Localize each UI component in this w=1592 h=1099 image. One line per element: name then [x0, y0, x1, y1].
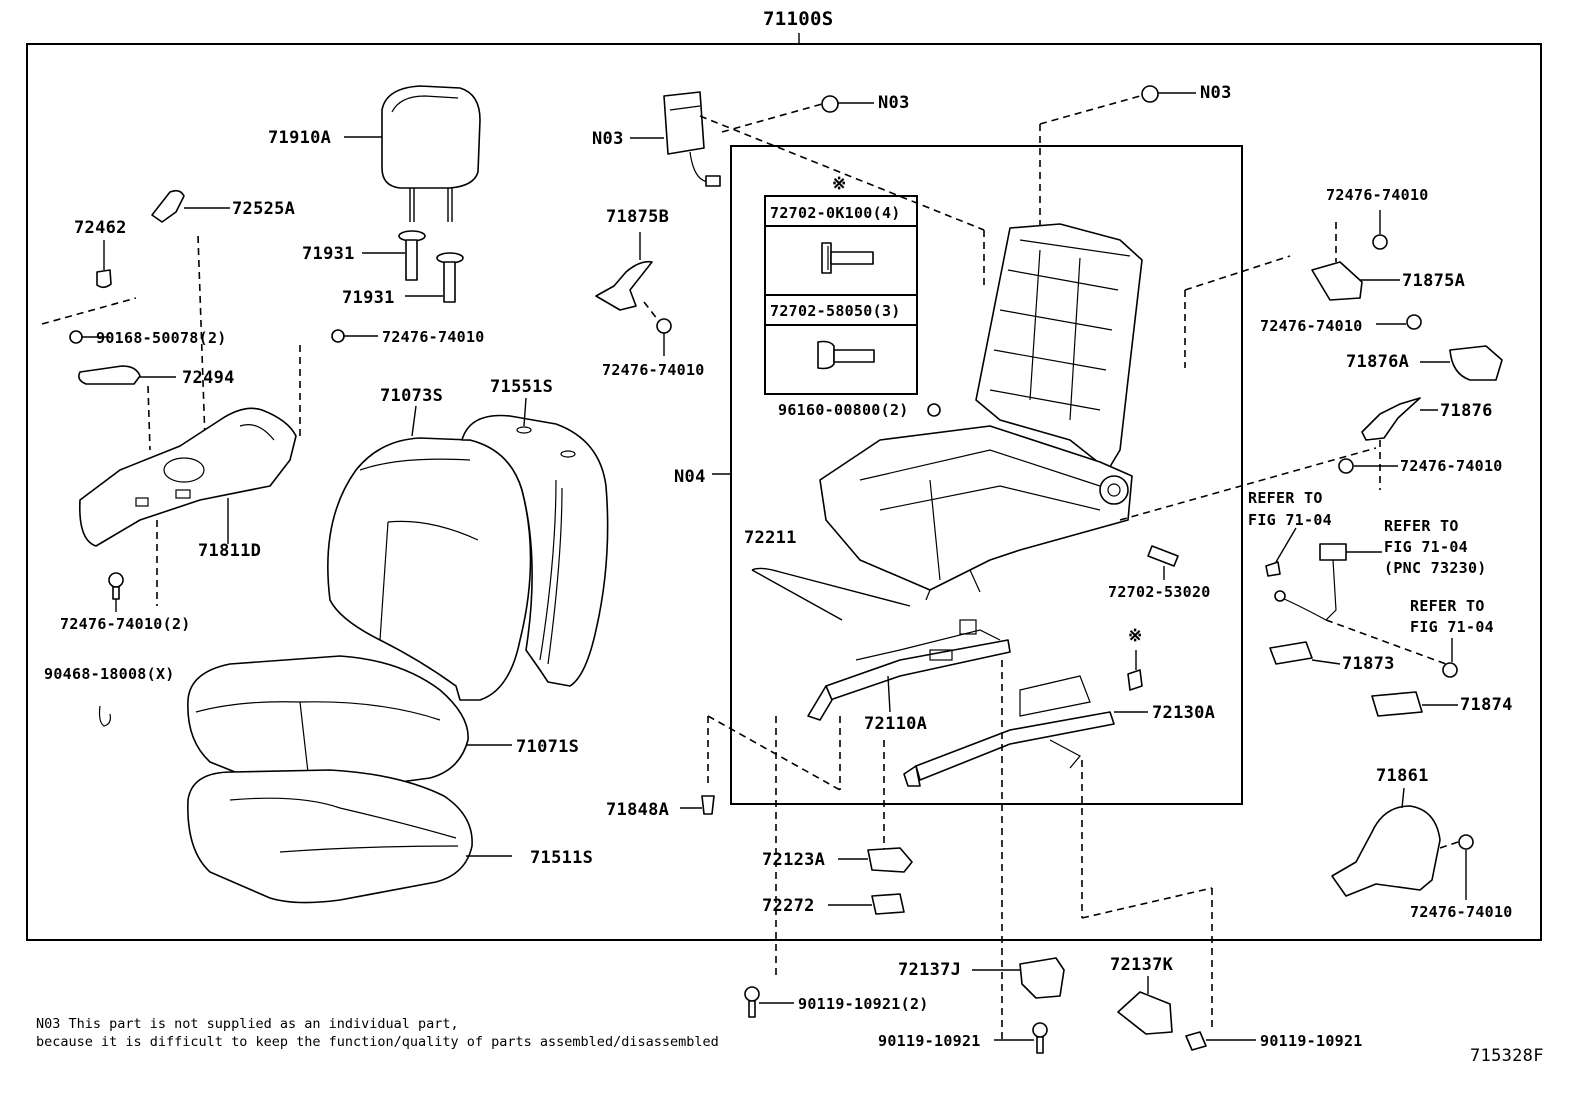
- cover-71873-drawing: [1269, 641, 1313, 665]
- bracket-72123a-drawing: [867, 847, 913, 873]
- cover-71874-drawing: [1371, 691, 1423, 717]
- cover-71861-drawing: [1331, 805, 1441, 897]
- inset-part-58050[interactable]: 72702-58050(3): [770, 302, 901, 320]
- part-label-72130a[interactable]: 72130A: [1152, 703, 1216, 723]
- part-label-71071s[interactable]: 71071S: [516, 737, 580, 757]
- bolt-53020-drawing: [1147, 545, 1179, 567]
- assembly-number: 71100S: [763, 8, 834, 30]
- seat-track-left-drawing: [807, 619, 1011, 721]
- screw-drawing: [108, 572, 124, 600]
- part-label-96160-00800[interactable]: 96160-00800(2): [778, 401, 909, 419]
- part-label-71873[interactable]: 71873: [1342, 654, 1395, 674]
- part-label-72476-74010-top-right[interactable]: 72476-74010: [1326, 186, 1429, 204]
- second-marker: ※: [1128, 626, 1143, 646]
- headrest-drawing: [381, 85, 481, 222]
- part-label-71551s[interactable]: 71551S: [490, 377, 554, 397]
- part-label-90119-10921-right[interactable]: 90119-10921: [1260, 1032, 1363, 1050]
- figure-number: 715328F: [1470, 1046, 1544, 1066]
- bolt-90119-drawing: [744, 986, 760, 1018]
- part-label-71876[interactable]: 71876: [1440, 401, 1493, 421]
- part-label-71848a[interactable]: 71848A: [606, 800, 670, 820]
- part-label-72462[interactable]: 72462: [74, 218, 127, 238]
- part-label-72137k[interactable]: 72137K: [1110, 955, 1174, 975]
- part-label-72476-74010-876a[interactable]: 72476-74010: [1260, 317, 1363, 335]
- hook-drawing: [98, 705, 111, 727]
- part-label-90119-10921-x2[interactable]: 90119-10921(2): [798, 995, 929, 1013]
- part-label-71861[interactable]: 71861: [1376, 766, 1429, 786]
- seatback-cover-drawing: [461, 414, 609, 687]
- part-label-71931-upper[interactable]: 71931: [302, 244, 355, 264]
- refer-note-3-line-1: REFER TO: [1410, 597, 1485, 615]
- part-label-90468-18008[interactable]: 90468-18008(X): [44, 665, 175, 683]
- part-label-72110a[interactable]: 72110A: [864, 714, 928, 734]
- cover-bracket-drawing: [595, 260, 653, 311]
- refer-note-2-line-3: (PNC 73230): [1384, 559, 1487, 577]
- part-label-72476-74010-861[interactable]: 72476-74010: [1410, 903, 1513, 921]
- seatback-pad-drawing: [327, 437, 532, 701]
- refer-note-3-line-2: FIG 71-04: [1410, 618, 1494, 636]
- cover-71875a-drawing: [1311, 261, 1363, 301]
- part-label-72123a[interactable]: 72123A: [762, 850, 826, 870]
- cap-drawing: [96, 269, 112, 289]
- inset-marker: ※: [832, 174, 847, 194]
- part-label-72525a[interactable]: 72525A: [232, 199, 296, 219]
- refer-note-2-line-1: REFER TO: [1384, 517, 1459, 535]
- part-label-71875a[interactable]: 71875A: [1402, 271, 1466, 291]
- part-label-90168-50078[interactable]: 90168-50078(2): [96, 329, 227, 347]
- headrest-guide-drawing: [398, 230, 464, 303]
- airbag-module-drawing: [663, 91, 721, 187]
- part-label-72476-74010-mid[interactable]: 72476-74010: [382, 328, 485, 346]
- part-label-71910a[interactable]: 71910A: [268, 128, 332, 148]
- part-label-72272[interactable]: 72272: [762, 896, 815, 916]
- wire-drawing: [751, 567, 911, 621]
- part-label-71875b[interactable]: 71875B: [606, 207, 670, 227]
- seat-cushion-cover-drawing: [187, 769, 473, 904]
- footnote-line-1: N03 This part is not supplied as an indi…: [36, 1016, 459, 1032]
- part-label-90119-10921-mid[interactable]: 90119-10921: [878, 1032, 981, 1050]
- part-label-n03-left[interactable]: N03: [592, 129, 624, 149]
- refer-note-2-line-2: FIG 71-04: [1384, 538, 1468, 556]
- part-label-72476-74010-x2[interactable]: 72476-74010(2): [60, 615, 191, 633]
- seat-track-right-drawing: [903, 675, 1115, 787]
- seat-belt-buckle-drawing: [1274, 543, 1347, 621]
- cover-71876a-drawing: [1449, 345, 1503, 381]
- part-label-71511s[interactable]: 71511S: [530, 848, 594, 868]
- part-label-71811d[interactable]: 71811D: [198, 541, 262, 561]
- part-label-72702-53020[interactable]: 72702-53020: [1108, 583, 1211, 601]
- bolt-58050-drawing: [817, 340, 875, 370]
- refer-note-1-line-2: FIG 71-04: [1248, 511, 1332, 529]
- part-label-n03-mid[interactable]: N03: [878, 93, 910, 113]
- bolt-0k100-drawing: [821, 242, 874, 274]
- refer-note-1-line-1: REFER TO: [1248, 489, 1323, 507]
- part-label-n04[interactable]: N04: [674, 467, 706, 487]
- bracket-71876-drawing: [1361, 397, 1421, 441]
- footnote-line-2: because it is difficult to keep the func…: [36, 1034, 719, 1050]
- part-label-72476-74010-875b[interactable]: 72476-74010: [602, 361, 705, 379]
- cover-72137k-drawing: [1117, 991, 1173, 1035]
- part-label-71073s[interactable]: 71073S: [380, 386, 444, 406]
- part-label-72494[interactable]: 72494: [182, 368, 235, 388]
- part-label-71874[interactable]: 71874: [1460, 695, 1513, 715]
- part-label-71931-lower[interactable]: 71931: [342, 288, 395, 308]
- inset-part-0k100[interactable]: 72702-0K100(4): [770, 204, 901, 222]
- part-label-72476-74010-876[interactable]: 72476-74010: [1400, 457, 1503, 475]
- clip-drawing: [151, 189, 185, 223]
- frame-group-box: [730, 145, 1243, 805]
- lever-handle-drawing: [78, 365, 141, 385]
- part-label-72137j[interactable]: 72137J: [898, 960, 962, 980]
- bracket-72272-drawing: [871, 893, 905, 915]
- side-shield-drawing: [79, 407, 297, 547]
- assembly-frame: [26, 43, 1542, 941]
- seat-frame-drawing: [819, 223, 1143, 601]
- part-label-71876a[interactable]: 71876A: [1346, 352, 1410, 372]
- part-label-72211[interactable]: 72211: [744, 528, 797, 548]
- part-label-n03-right[interactable]: N03: [1200, 83, 1232, 103]
- cover-72137j-drawing: [1019, 957, 1065, 999]
